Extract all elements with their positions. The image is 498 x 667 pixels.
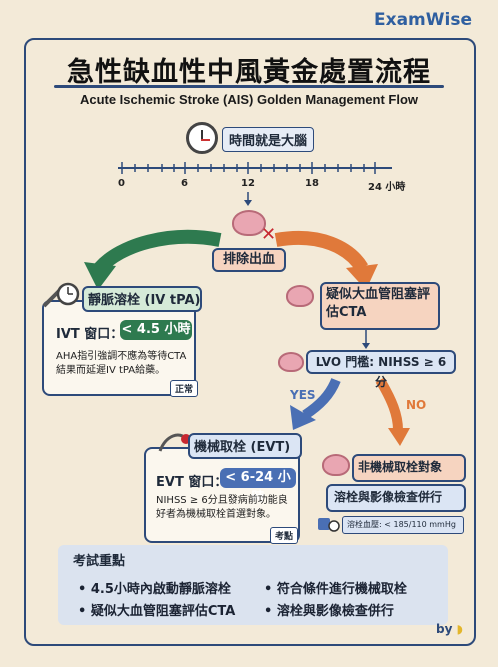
key-points-title: 考試重點 xyxy=(73,554,126,569)
banana-icon: ◗ xyxy=(456,622,463,636)
tick-label-6: 6 xyxy=(181,178,188,189)
no-label: NO xyxy=(406,398,427,412)
tick-label-0: 0 xyxy=(118,178,125,189)
evt-header-label: 機械取栓 (EVT) xyxy=(194,440,291,455)
bp-cuff-icon xyxy=(316,514,340,534)
hemorrhage-x-icon: ✕ xyxy=(261,224,277,245)
bp-target: 溶栓血壓: < 185/110 mmHg xyxy=(342,516,464,534)
brain-vessel-icon xyxy=(286,285,314,307)
key-points-panel xyxy=(58,545,448,625)
key-point-1-text: 4.5小時內啟動靜脈溶栓 xyxy=(90,582,231,597)
evt-header xyxy=(188,433,302,459)
signature: by ◗ xyxy=(436,622,463,636)
signature-text: by xyxy=(436,622,453,636)
key-point-2: • 符合條件進行機械取栓 xyxy=(264,582,407,597)
key-point-4-text: 溶栓與影像檢查併行 xyxy=(276,604,394,619)
brain-icon xyxy=(232,210,266,236)
brand-logo: ExamWise xyxy=(374,10,472,30)
tick-label-24: 24 小時 xyxy=(368,182,406,193)
evt-note: NIHSS ≥ 6分且發病前功能良好者為機械取栓首選對象。 xyxy=(156,495,288,520)
evt-badge: 考點 xyxy=(270,527,299,544)
ivt-window-value: < 4.5 小時 xyxy=(120,320,192,340)
ivt-note: AHA指引強調不應為等待CTA結果而延遲IV tPA給藥。 xyxy=(56,351,187,376)
time-is-brain-chip: 時間就是大腦 xyxy=(222,127,315,152)
suspect-lvo-label: 疑似大血管阻塞評估CTA xyxy=(326,287,431,320)
ivt-header xyxy=(82,286,202,312)
parallel-box xyxy=(326,484,466,512)
key-point-1: • 4.5小時內啟動靜脈溶栓 xyxy=(78,582,231,597)
page-title: 急性缺血性中風黃金處置流程 xyxy=(67,57,431,88)
yes-label: YES xyxy=(290,388,316,402)
key-point-4: • 溶栓與影像檢查併行 xyxy=(264,604,394,619)
page-subtitle: Acute Ischemic Stroke (AIS) Golden Manag… xyxy=(79,92,419,107)
lvo-gate-label: LVO 門檻: NIHSS ≥ 6 分 xyxy=(306,350,456,389)
poster-frame xyxy=(24,38,476,646)
evt-window-label: EVT 窗口： xyxy=(156,475,228,490)
ivt-badge: 正常 xyxy=(170,380,199,397)
timeline-ticks xyxy=(121,162,376,174)
key-point-3-text: 疑似大血管阻塞評估CTA xyxy=(90,604,236,619)
brain-non-evt-icon xyxy=(322,454,350,476)
rule-out-hemorrhage-label: 排除出血 xyxy=(212,248,286,272)
catheter-icon xyxy=(156,425,192,455)
parallel-label: 溶栓與影像檢查併行 xyxy=(334,490,443,504)
suspect-lvo-box xyxy=(320,282,440,330)
clock-icon xyxy=(186,122,218,154)
brain-gate-icon xyxy=(278,352,304,372)
title-underline xyxy=(54,85,444,88)
key-point-3: • 疑似大血管阻塞評估CTA xyxy=(78,604,236,619)
evt-window-value: < 6-24 小時 xyxy=(220,468,296,505)
non-evt-box xyxy=(352,454,466,482)
ivt-header-label: 靜脈溶栓 (IV tPA) xyxy=(88,293,201,308)
key-point-2-text: 符合條件進行機械取栓 xyxy=(276,582,407,597)
syringe-clock-icon xyxy=(40,278,80,310)
non-evt-label: 非機械取栓對象 xyxy=(358,460,443,474)
tick-label-18: 18 xyxy=(305,178,319,189)
tick-label-12: 12 xyxy=(241,178,255,189)
ivt-window-label: IVT 窗口： xyxy=(56,327,124,342)
